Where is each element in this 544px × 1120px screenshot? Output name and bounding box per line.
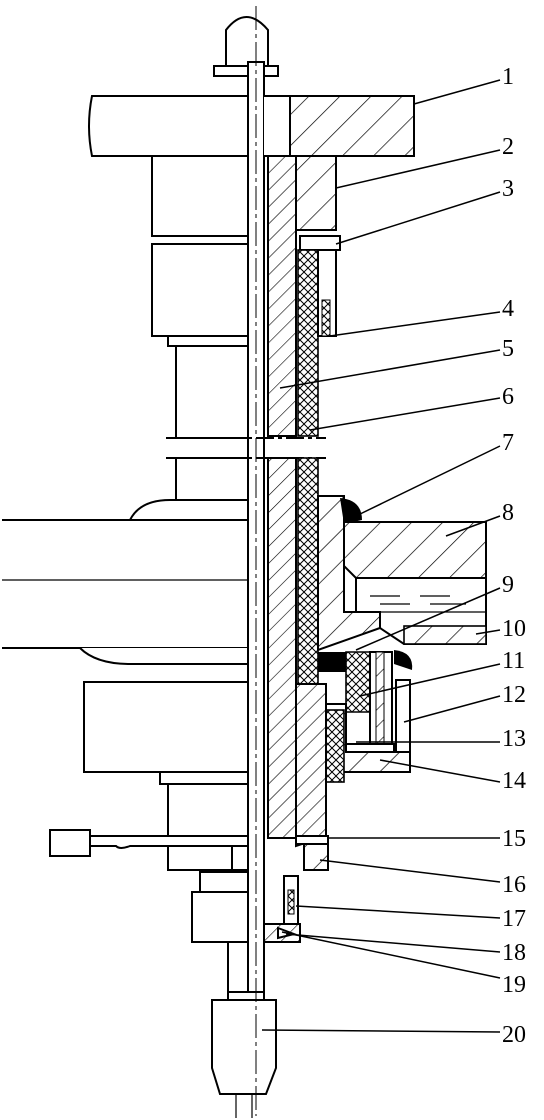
leader-lines — [261, 79, 501, 1033]
callout-11: 11 — [502, 648, 525, 674]
upper-shaft-left — [175, 345, 249, 439]
callout-16: 16 — [502, 872, 526, 898]
callout-2: 2 — [502, 134, 514, 160]
callout-4: 4 — [502, 296, 514, 322]
callout-15: 15 — [502, 826, 526, 852]
callout-labels: 1 2 3 4 5 6 7 8 9 10 11 12 13 14 15 16 1… — [502, 64, 526, 1048]
lower-neck — [159, 771, 249, 785]
top-cap — [225, 16, 269, 66]
upper-block-b — [151, 243, 249, 337]
callout-6: 6 — [502, 384, 514, 410]
part-2 — [293, 155, 337, 231]
nozzle — [211, 999, 277, 1095]
part-5 — [267, 155, 297, 437]
middle-collar-left — [128, 499, 249, 521]
callout-5: 5 — [502, 336, 514, 362]
right-section-view — [166, 95, 487, 943]
callout-8: 8 — [502, 500, 514, 526]
center-shaft — [247, 6, 265, 1116]
callout-17: 17 — [502, 906, 526, 932]
callout-12: 12 — [502, 682, 526, 708]
callout-9: 9 — [502, 572, 514, 598]
callout-10: 10 — [502, 616, 526, 642]
part-1 — [289, 95, 415, 157]
callout-20: 20 — [502, 1022, 526, 1048]
part-16 — [303, 843, 329, 871]
part-6 — [297, 249, 319, 437]
handle-grip — [49, 829, 91, 857]
callout-19: 19 — [502, 972, 526, 998]
middle-plate-left — [2, 519, 249, 649]
top-cap-collar — [213, 65, 279, 77]
lower-block-a — [83, 681, 249, 773]
callout-14: 14 — [502, 768, 526, 794]
upper-plate-left — [88, 95, 249, 157]
callout-3: 3 — [502, 176, 514, 202]
part-13 — [345, 743, 395, 753]
lower-block-c — [191, 891, 249, 943]
callout-18: 18 — [502, 940, 526, 966]
lower-shaft-left — [175, 457, 249, 503]
callout-1: 1 — [502, 64, 514, 90]
middle-collar-bottom — [79, 647, 249, 665]
callout-13: 13 — [502, 726, 526, 752]
callout-7: 7 — [502, 430, 514, 456]
lower-stem — [227, 941, 249, 993]
left-outline-view — [2, 16, 279, 1118]
upper-neck — [167, 335, 249, 347]
lower-collar — [199, 871, 249, 893]
part-15 — [295, 835, 329, 845]
part-3 — [299, 235, 341, 251]
part-9 — [345, 651, 371, 713]
upper-block-a — [151, 155, 249, 237]
lower-block-b — [167, 783, 249, 841]
part-8 — [343, 521, 487, 579]
